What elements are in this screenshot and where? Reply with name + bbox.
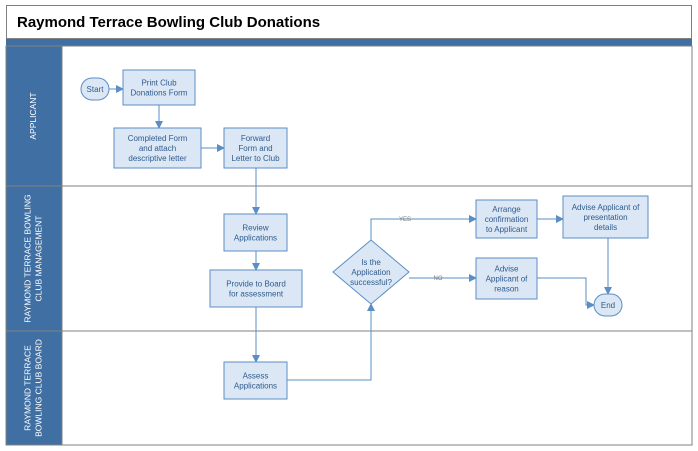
node-label-line: Applications — [234, 382, 277, 391]
decision-diamond — [332, 239, 410, 305]
lane-label-line: APPLICANT — [28, 92, 38, 139]
node-label-line: to Applicant — [486, 225, 528, 234]
node-label-line: Arrange — [492, 205, 521, 214]
node-label-line: Advise — [494, 265, 519, 274]
edge-label: YES — [399, 217, 411, 223]
node-label-line: Advise Applicant of — [572, 203, 640, 212]
node-label-line: Review — [242, 224, 268, 233]
node-label: End — [601, 301, 615, 310]
node-end: End — [593, 293, 623, 317]
lane-header — [5, 330, 63, 446]
node-label-line: presentation — [583, 213, 627, 222]
node-label-line: Start — [87, 85, 105, 94]
lane-label-line: RAYMOND TERRACE — [23, 345, 33, 431]
node-label-line: Provide to Board — [226, 280, 286, 289]
node-label-line: reason — [494, 285, 518, 294]
node-label-line: Applicant of — [486, 275, 529, 284]
lane-label: RAYMOND TERRACE BOWLINGCLUB MANAGEMENT — [23, 194, 44, 322]
process-box — [562, 195, 649, 239]
process-box — [475, 257, 538, 300]
node-label-line: successful? — [350, 278, 392, 287]
lane-applicant: APPLICANT — [5, 45, 693, 187]
node-label-line: details — [594, 223, 617, 232]
process-box — [113, 127, 202, 169]
node-label-line: Is the — [361, 258, 381, 267]
process-box — [122, 69, 196, 106]
lane-header — [5, 185, 63, 332]
node-label-line: confirmation — [485, 215, 529, 224]
terminator-shape — [593, 293, 623, 317]
node-start: Start — [80, 77, 110, 101]
node-label-line: Completed Form — [128, 134, 188, 143]
lane-label: RAYMOND TERRACEBOWLING CLUB BOARD — [23, 339, 44, 437]
edge-assess-to-decision — [287, 303, 375, 381]
lane-label-line: CLUB MANAGEMENT — [34, 216, 44, 302]
header-strip — [6, 39, 692, 46]
lane-board: RAYMOND TERRACEBOWLING CLUB BOARD — [5, 330, 693, 446]
node-label-line: Assess — [243, 372, 269, 381]
node-label-line: Print Club — [141, 79, 177, 88]
lane-body — [5, 330, 693, 446]
lane-body — [5, 45, 693, 187]
title-bar: Raymond Terrace Bowling Club Donations — [6, 5, 692, 39]
edge-label: NO — [434, 276, 443, 282]
lane-label-line: RAYMOND TERRACE BOWLING — [23, 194, 33, 322]
edge-advise_reason-to-end — [537, 277, 595, 309]
node-label-line: Application — [351, 268, 390, 277]
lane-header — [5, 45, 63, 187]
node-label-line: Forward — [241, 134, 270, 143]
node-label-line: Letter to Club — [231, 154, 280, 163]
node-label-line: and attach — [139, 144, 176, 153]
node-label-line: descriptive letter — [128, 154, 187, 163]
diagram-title: Raymond Terrace Bowling Club Donations — [17, 14, 321, 31]
node-label: Start — [87, 85, 105, 94]
terminator-shape — [80, 77, 110, 101]
lane-label: APPLICANT — [28, 92, 38, 139]
process-box — [223, 127, 288, 169]
node-label-line: Applications — [234, 234, 277, 243]
lane-label-line: BOWLING CLUB BOARD — [34, 339, 44, 437]
node-label-line: End — [601, 301, 615, 310]
process-box — [223, 213, 288, 252]
process-box — [475, 199, 538, 239]
node-label-line: for assessment — [229, 290, 284, 299]
process-box — [223, 361, 288, 400]
node-label-line: Form and — [238, 144, 272, 153]
process-box — [209, 269, 303, 308]
node-label-line: Donations Form — [131, 89, 188, 98]
edge-decision-to-arrange — [370, 215, 477, 240]
